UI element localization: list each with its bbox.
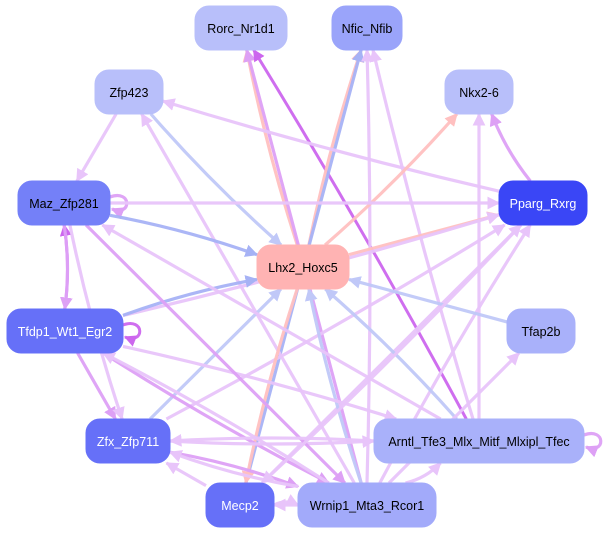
node-tfdp1[interactable]: Tfdp1_Wt1_Egr2 (6, 308, 124, 354)
edge-wrnip1-to-lhx2 (304, 287, 363, 484)
node-label: Pparg_Rxrg (510, 197, 577, 211)
node-label: Nfic_Nfib (342, 22, 393, 36)
edge-lhx2-to-nkx26 (324, 112, 459, 247)
edge-wrnip1-to-arntl (405, 461, 442, 485)
edge-pparg-to-zfp423 (161, 98, 500, 193)
edge-zfp423-to-maz (75, 113, 118, 183)
node-box[interactable] (6, 308, 124, 354)
edge-tfdp1-to-wrnip1 (102, 351, 330, 485)
node-wrnip1[interactable]: Wrnip1_Mta3_Rcor1 (297, 482, 437, 528)
node-label: Zfx_Zfp711 (97, 435, 159, 449)
node-maz[interactable]: Maz_Zfp281 (17, 180, 111, 226)
node-pparg[interactable]: Pparg_Rxrg (498, 180, 588, 226)
node-nkx26[interactable]: Nkx2-6 (444, 69, 514, 115)
edge-wrnip1-to-zfx (168, 450, 299, 489)
node-box[interactable] (94, 69, 164, 115)
edge-maz-to-wrnip1 (84, 223, 347, 485)
node-box[interactable] (297, 482, 437, 528)
edge-pparg-to-mecp2 (261, 223, 523, 485)
edge-wrnip1-to-tfap2b (387, 351, 521, 485)
node-label: Nkx2-6 (459, 86, 499, 100)
edge-wrnip1-to-tfdp1 (102, 351, 330, 485)
node-box[interactable] (85, 418, 171, 464)
edge-arntl-to-arntl (583, 431, 603, 458)
node-box[interactable] (194, 5, 288, 51)
node-tfap2b[interactable]: Tfap2b (506, 308, 576, 354)
node-box[interactable] (506, 308, 576, 354)
edge-mecp2-to-zfx (165, 461, 207, 487)
node-label: Wrnip1_Mta3_Rcor1 (310, 499, 424, 513)
node-arntl[interactable]: Arntl_Tfe3_Mlx_Mitf_Mlxipl_Tfec (373, 418, 585, 464)
edge-zfx-to-wrnip1 (169, 450, 300, 489)
node-label: Rorc_Nr1d1 (207, 22, 274, 36)
node-zfp423[interactable]: Zfp423 (94, 69, 164, 115)
node-mecp2[interactable]: Mecp2 (205, 482, 275, 528)
edge-lhx2-to-mecp2 (241, 288, 299, 485)
node-label: Maz_Zfp281 (29, 197, 99, 211)
edge-arntl-to-zfx (168, 433, 375, 447)
node-label: Tfdp1_Wt1_Egr2 (18, 325, 113, 339)
node-label: Tfap2b (522, 325, 561, 339)
edge-zfp423-to-lhx2 (149, 112, 283, 247)
node-label: Zfp423 (110, 86, 149, 100)
edge-maz-to-lhx2 (109, 213, 259, 257)
edge-maz-to-tfdp1 (60, 224, 73, 311)
node-box[interactable] (444, 69, 514, 115)
edges-layer (59, 48, 603, 512)
edge-arntl-to-lhx2 (324, 287, 458, 421)
edge-tfdp1-to-lhx2 (122, 275, 259, 317)
edge-tfdp1-to-arntl (122, 344, 398, 422)
node-rorc[interactable]: Rorc_Nr1d1 (194, 5, 288, 51)
node-label: Arntl_Tfe3_Mlx_Mitf_Mlxipl_Tfec (388, 435, 569, 449)
edge-tfap2b-to-lhx2 (347, 276, 508, 324)
edge-wrnip1-to-zfp423 (140, 112, 356, 484)
edge-tfdp1-to-zfx (76, 352, 117, 421)
node-lhx2[interactable]: Lhx2_Hoxc5 (256, 244, 350, 290)
edge-pparg-to-nkx26 (489, 112, 532, 183)
node-label: Mecp2 (221, 499, 259, 513)
node-nfic[interactable]: Nfic_Nfib (331, 5, 403, 51)
node-box[interactable] (331, 5, 403, 51)
edge-arntl-to-rorc (252, 48, 468, 420)
node-zfx[interactable]: Zfx_Zfp711 (85, 418, 171, 464)
edge-zfx-to-arntl (169, 435, 376, 449)
edge-wrnip1-to-nfic (360, 48, 374, 484)
node-box[interactable] (17, 180, 111, 226)
node-box[interactable] (498, 180, 588, 226)
edge-zfx-to-pparg (165, 223, 506, 421)
edge-arntl-to-maz (101, 223, 442, 421)
node-box[interactable] (205, 482, 275, 528)
node-box[interactable] (373, 418, 585, 464)
node-box[interactable] (256, 244, 350, 290)
node-label: Lhx2_Hoxc5 (268, 261, 338, 275)
edge-tfdp1-to-tfdp1 (122, 322, 142, 347)
